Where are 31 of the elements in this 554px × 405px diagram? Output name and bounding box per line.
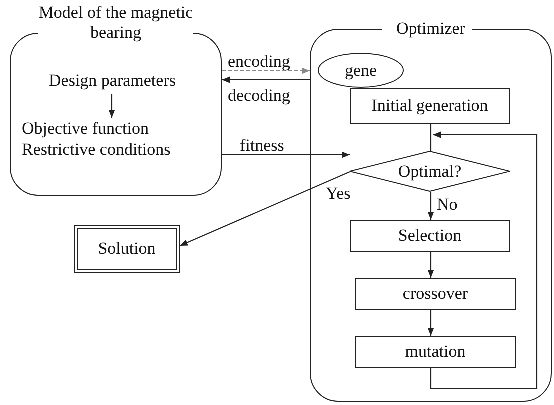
node-text: Design parameters (45, 70, 180, 94)
node-label: Solution (98, 238, 156, 260)
node-text: Objective function Restrictive conditions (22, 118, 212, 164)
edge-label: No (437, 195, 458, 214)
node-label: gene (344, 60, 378, 82)
arrow (222, 152, 350, 158)
arrow (428, 310, 434, 336)
dashed-arrow (222, 68, 310, 74)
arrow (428, 192, 434, 220)
arrow (430, 132, 538, 390)
edge-label: fitness (240, 136, 284, 155)
result-box (74, 225, 180, 273)
group-title: Optimizer (396, 19, 466, 39)
edge-label: decoding (228, 86, 290, 105)
node-label: mutation (405, 341, 466, 364)
decision-diamond (350, 151, 510, 192)
edge-label: Yes (326, 184, 351, 203)
node-label: Initial generation (372, 95, 488, 118)
node-label: Selection (398, 225, 462, 248)
arrow (428, 252, 434, 278)
node-label: Optimal? (398, 160, 462, 183)
edge-label: encoding (228, 52, 290, 71)
process-box (355, 336, 516, 368)
process-box (350, 220, 510, 252)
arrow (180, 172, 350, 246)
arrow (222, 76, 310, 84)
arrow (108, 94, 116, 118)
process-box (350, 88, 510, 124)
node-label: crossover (402, 283, 468, 306)
group-title: Model of the magnetic bearing (38, 3, 194, 43)
process-box (355, 278, 516, 310)
